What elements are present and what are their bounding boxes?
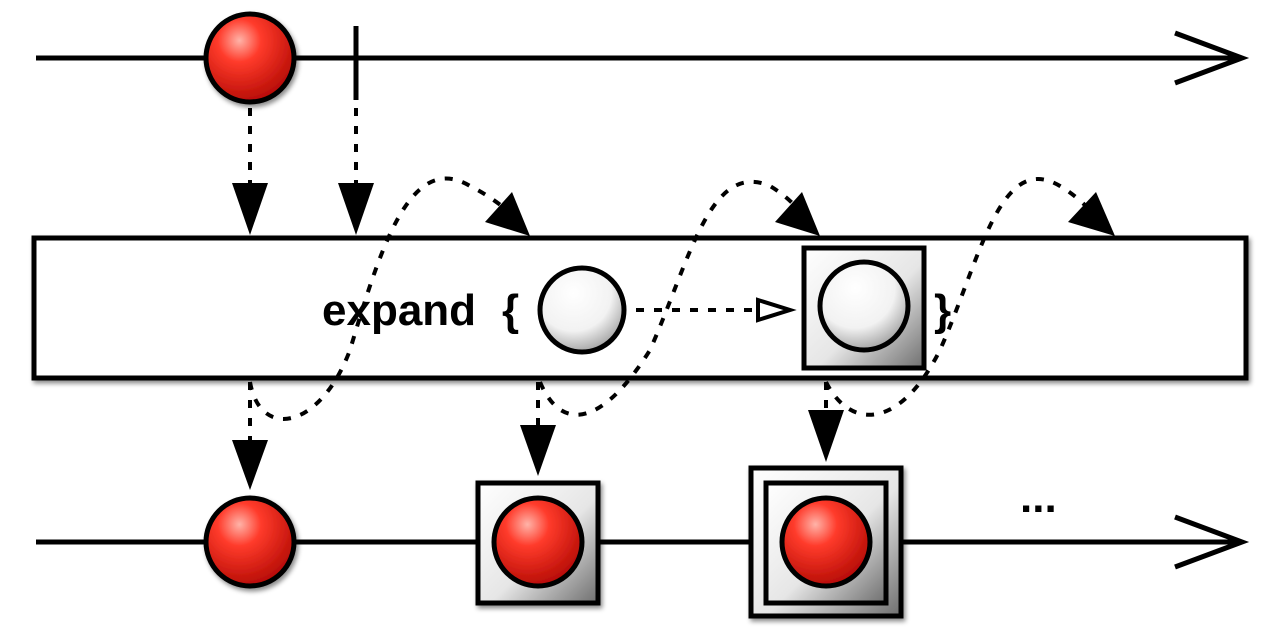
output-marble-red: [203, 495, 297, 589]
transform-arrow: [636, 297, 797, 323]
operator-close-brace: }: [934, 286, 951, 335]
input-marble-red: [203, 11, 297, 105]
loop-arrowhead-1: [485, 192, 530, 236]
operator-open-brace: {: [502, 286, 519, 335]
operator-output-boxed-marble: [801, 245, 927, 371]
output-double-boxed-marble: [748, 465, 904, 619]
operator-input-marble: [537, 265, 627, 355]
loop-arrowhead-3: [1068, 192, 1115, 236]
output-continuation-ellipsis: ...: [1020, 473, 1057, 522]
input-to-operator-arrows: [232, 108, 374, 235]
recursion-loops: [248, 176, 1115, 421]
operator-label: expand: [322, 286, 476, 335]
output-boxed-marble: [475, 480, 601, 606]
operator-to-output-arrows: [232, 382, 844, 490]
loop-arrowhead-2: [775, 192, 820, 236]
